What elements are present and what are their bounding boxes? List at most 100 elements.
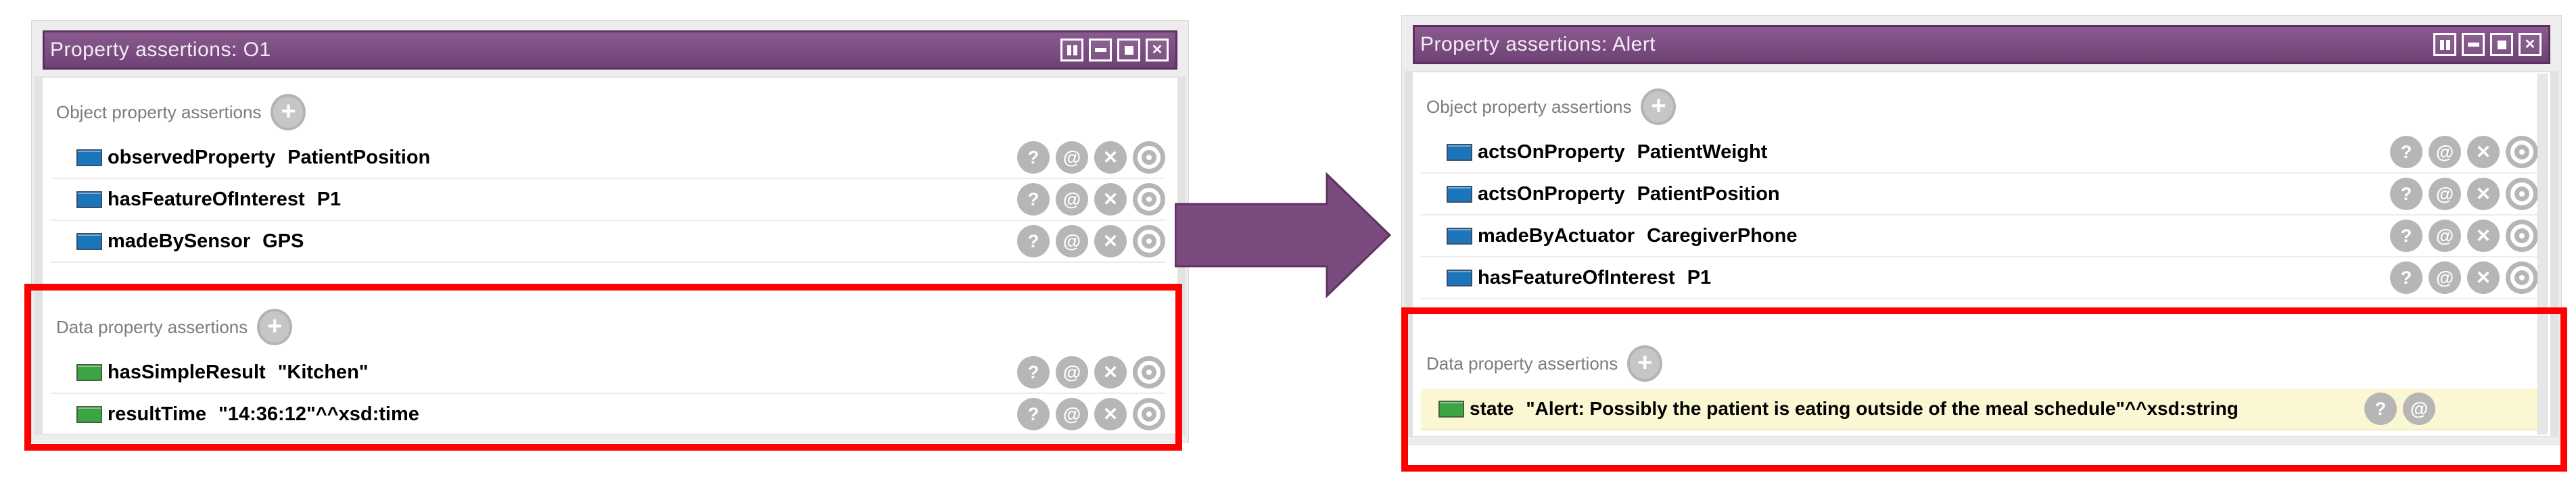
add-object-property-assertion-button[interactable]: + xyxy=(1641,89,1677,125)
data-property-assertion-row[interactable]: resultTime"14:36:12"^^xsd:time?@✕ xyxy=(51,394,1165,434)
edit-icon[interactable] xyxy=(1133,398,1165,430)
panel-titlebar: Property assertions: Alert ✕ xyxy=(1413,25,2550,64)
explain-icon[interactable]: ? xyxy=(2364,393,2397,425)
delete-icon[interactable]: ✕ xyxy=(1094,398,1127,430)
delete-icon[interactable]: ✕ xyxy=(1094,141,1127,174)
object-property-icon xyxy=(76,191,102,208)
data-property-assertions-header: Data property assertions + xyxy=(43,293,1177,352)
annotate-icon[interactable]: @ xyxy=(2429,178,2461,210)
split-vertical-icon[interactable] xyxy=(1060,39,1083,61)
object-property-icon xyxy=(76,149,102,166)
add-data-property-assertion-button[interactable]: + xyxy=(1627,345,1663,382)
assertion-property: actsOnProperty xyxy=(1478,182,1625,205)
assertion-property: madeBySensor xyxy=(108,230,251,252)
add-object-property-assertion-button[interactable]: + xyxy=(271,94,306,130)
split-horizontal-icon[interactable] xyxy=(2462,33,2485,56)
assertion-value: CaregiverPhone xyxy=(1647,224,1798,247)
annotate-icon[interactable]: @ xyxy=(2429,136,2461,168)
row-action-buttons: ?@✕ xyxy=(1017,183,1165,216)
delete-icon[interactable]: ✕ xyxy=(1094,356,1127,388)
data-property-assertion-row[interactable]: hasSimpleResult"Kitchen"?@✕ xyxy=(51,352,1165,394)
object-property-assertions-header: Object property assertions + xyxy=(1413,72,2550,132)
edit-ring-glyph xyxy=(2510,266,2533,289)
delete-icon[interactable]: ✕ xyxy=(2467,261,2500,294)
split-vertical-icon[interactable] xyxy=(2433,33,2456,56)
edit-ring-glyph xyxy=(1138,361,1161,384)
edit-ring-glyph xyxy=(1138,146,1161,169)
window-controls: ✕ xyxy=(2433,33,2542,56)
edit-icon[interactable] xyxy=(1133,356,1165,388)
annotate-icon[interactable]: @ xyxy=(1056,183,1088,216)
explain-icon[interactable]: ? xyxy=(2390,220,2422,252)
explain-icon[interactable]: ? xyxy=(1017,183,1050,216)
delete-icon[interactable]: ✕ xyxy=(2467,220,2500,252)
vertical-scrollbar[interactable] xyxy=(2537,74,2548,434)
row-action-buttons: ?@✕ xyxy=(1017,225,1165,257)
split-horizontal-icon[interactable] xyxy=(1089,39,1112,61)
assertion-value: P1 xyxy=(1687,266,1712,288)
edit-ring-glyph xyxy=(1138,188,1161,211)
section-label: Object property assertions xyxy=(1426,96,1632,117)
edit-icon[interactable] xyxy=(1133,183,1165,216)
transition-arrow-icon xyxy=(1174,172,1392,299)
annotate-icon[interactable]: @ xyxy=(1056,141,1088,174)
annotate-icon[interactable]: @ xyxy=(2429,261,2461,294)
object-property-icon xyxy=(1447,185,1472,203)
delete-icon[interactable]: ✕ xyxy=(1094,183,1127,216)
row-action-buttons: ?@✕ xyxy=(2390,261,2538,294)
edit-icon[interactable] xyxy=(2506,178,2538,210)
annotate-icon[interactable]: @ xyxy=(1056,356,1088,388)
assertion-property: actsOnProperty xyxy=(1478,141,1625,163)
annotate-icon[interactable]: @ xyxy=(2429,220,2461,252)
object-property-assertions-header: Object property assertions + xyxy=(43,78,1177,137)
data-property-assertions-header: Data property assertions + xyxy=(1413,329,2550,388)
explain-icon[interactable]: ? xyxy=(1017,225,1050,257)
explain-icon[interactable]: ? xyxy=(1017,398,1050,430)
explain-icon[interactable]: ? xyxy=(2390,261,2422,294)
delete-icon[interactable]: ✕ xyxy=(2467,136,2500,168)
annotate-icon[interactable]: @ xyxy=(1056,398,1088,430)
maximize-icon[interactable] xyxy=(2490,33,2513,56)
assertion-value: PatientPosition xyxy=(1637,182,1780,205)
section-gap xyxy=(43,263,1177,293)
close-icon[interactable]: ✕ xyxy=(2519,33,2542,56)
maximize-icon[interactable] xyxy=(1117,39,1140,61)
edit-ring-glyph xyxy=(2510,182,2533,205)
add-data-property-assertion-button[interactable]: + xyxy=(257,309,293,345)
assertion-property: hasFeatureOfInterest xyxy=(108,188,305,210)
assertion-property: resultTime xyxy=(108,403,207,425)
assertion-value: PatientPosition xyxy=(287,146,431,168)
explain-icon[interactable]: ? xyxy=(2390,136,2422,168)
edit-icon[interactable] xyxy=(2506,261,2538,294)
edit-icon[interactable] xyxy=(1133,225,1165,257)
section-label: Object property assertions xyxy=(56,101,262,122)
edit-icon[interactable] xyxy=(2506,136,2538,168)
data-property-assertion-row[interactable]: state"Alert: Possibly the patient is eat… xyxy=(1421,388,2538,430)
panel-title: Property assertions: O1 xyxy=(50,39,271,61)
annotate-icon[interactable]: @ xyxy=(1056,225,1088,257)
assertion-value: "14:36:12"^^xsd:time xyxy=(218,403,419,425)
row-action-buttons: ?@✕ xyxy=(2390,136,2538,168)
close-icon[interactable]: ✕ xyxy=(1146,39,1169,61)
delete-icon[interactable]: ✕ xyxy=(1094,225,1127,257)
edit-icon[interactable] xyxy=(1133,141,1165,174)
row-action-buttons: ?@✕ xyxy=(1017,398,1165,430)
annotate-icon[interactable]: @ xyxy=(2403,393,2435,425)
explain-icon[interactable]: ? xyxy=(2390,178,2422,210)
edit-icon[interactable] xyxy=(2506,220,2538,252)
explain-icon[interactable]: ? xyxy=(1017,356,1050,388)
explain-icon[interactable]: ? xyxy=(1017,141,1050,174)
delete-icon[interactable]: ✕ xyxy=(2467,178,2500,210)
edit-ring-glyph xyxy=(2510,141,2533,164)
object-property-icon xyxy=(76,232,102,250)
assertion-property: hasSimpleResult xyxy=(108,361,266,383)
assertion-value: PatientWeight xyxy=(1637,141,1768,163)
row-action-buttons: ?@✕ xyxy=(2390,178,2538,210)
